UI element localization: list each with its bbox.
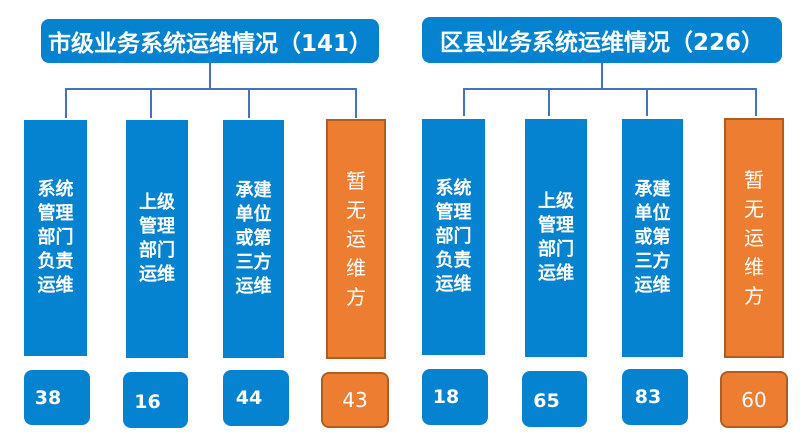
count-badge: 16 xyxy=(123,372,188,428)
category-label: 暂无运维方 xyxy=(346,168,366,309)
category-box-superior: 上级管理部门运维 xyxy=(126,120,188,358)
connector-line xyxy=(548,88,550,116)
category-box-superior: 上级管理部门运维 xyxy=(525,119,587,357)
group-title-municipal: 市级业务系统运维情况（141） xyxy=(41,19,379,63)
category-box-contractor: 承建单位或第三方运维 xyxy=(223,120,284,358)
category-box-none: 暂无运维方 xyxy=(326,119,386,359)
count-badge: 60 xyxy=(720,371,788,428)
count-badge: 44 xyxy=(223,370,289,426)
category-label: 上级管理部门运维 xyxy=(537,191,574,284)
connector-line xyxy=(150,88,152,118)
category-box-self-managed: 系统管理部门负责运维 xyxy=(24,120,87,356)
category-label: 承建单位或第三方运维 xyxy=(634,179,671,296)
category-label: 上级管理部门运维 xyxy=(138,192,175,285)
connector-line xyxy=(355,88,357,118)
count-badge: 83 xyxy=(622,369,688,425)
connector-line xyxy=(601,63,603,89)
group-title-district: 区县业务系统运维情况（226） xyxy=(422,17,782,63)
category-label: 系统管理部门负责运维 xyxy=(37,179,74,296)
connector-line xyxy=(755,88,757,116)
connector-line xyxy=(463,88,757,90)
connector-line xyxy=(209,63,211,89)
category-label: 暂无运维方 xyxy=(744,167,764,308)
category-box-self-managed: 系统管理部门负责运维 xyxy=(422,119,485,355)
count-badge: 65 xyxy=(522,371,587,427)
count-badge: 38 xyxy=(24,370,90,425)
category-box-none: 暂无运维方 xyxy=(724,118,784,358)
connector-line xyxy=(65,88,357,90)
category-label: 承建单位或第三方运维 xyxy=(235,180,272,297)
count-badge: 18 xyxy=(422,369,488,425)
connector-line xyxy=(248,88,250,118)
category-label: 系统管理部门负责运维 xyxy=(435,178,472,295)
connector-line xyxy=(463,88,465,116)
category-box-contractor: 承建单位或第三方运维 xyxy=(622,119,683,357)
connector-line xyxy=(646,88,648,116)
count-badge: 43 xyxy=(321,372,389,428)
connector-line xyxy=(65,88,67,118)
